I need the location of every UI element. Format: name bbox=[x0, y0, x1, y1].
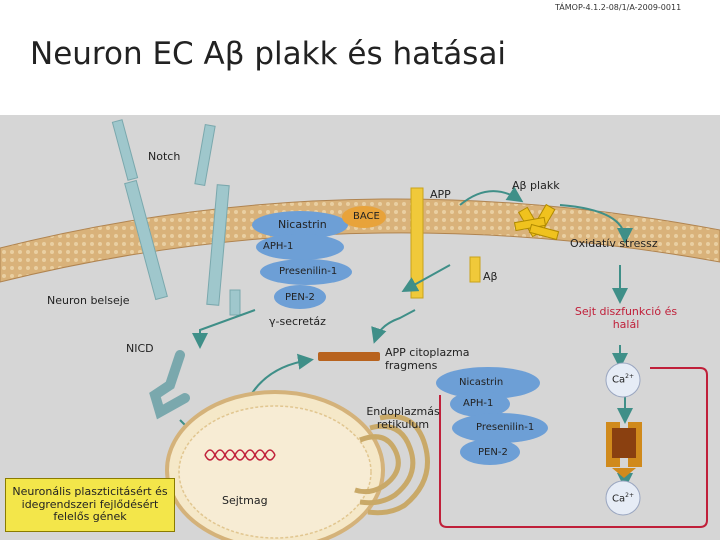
label-nicd: NICD bbox=[126, 342, 154, 355]
calcium-channel bbox=[606, 422, 642, 478]
label-gamma-secretase: γ-secretáz bbox=[269, 315, 326, 328]
label-pen2-top: PEN-2 bbox=[285, 292, 315, 303]
label-genes: Neuronális plaszticitásért és idegrendsz… bbox=[8, 486, 172, 524]
label-er: Endoplazmás retikulum bbox=[362, 406, 444, 431]
label-aph1-top: APH-1 bbox=[263, 241, 293, 252]
label-ca-top: Ca2+ bbox=[612, 373, 634, 385]
app-cytoplasm-fragment bbox=[318, 352, 380, 361]
nucleus bbox=[167, 392, 383, 540]
nicd-fragment bbox=[155, 355, 185, 412]
label-app: APP bbox=[430, 188, 451, 201]
abeta-segment bbox=[470, 257, 480, 282]
label-abeta-plaque: Aβ plakk bbox=[512, 179, 560, 192]
label-bace: BACE bbox=[353, 211, 380, 222]
label-notch: Notch bbox=[148, 150, 180, 163]
ca-top-charge: 2+ bbox=[625, 373, 634, 380]
label-abeta: Aβ bbox=[483, 270, 498, 283]
label-app-cytoplasm: APP citoplazma fragmens bbox=[385, 347, 480, 372]
label-aph1-bottom: APH-1 bbox=[463, 398, 493, 409]
label-presenilin-bottom: Presenilin-1 bbox=[476, 422, 534, 433]
label-neuron-inside: Neuron belseje bbox=[47, 294, 130, 307]
ca-top-text: Ca bbox=[612, 374, 625, 385]
label-nucleus: Sejtmag bbox=[222, 494, 268, 507]
label-pen2-bottom: PEN-2 bbox=[478, 447, 508, 458]
label-ca-bottom: Ca2+ bbox=[612, 492, 634, 504]
label-oxidative-stress: Oxidatív stressz bbox=[570, 237, 658, 250]
genes-box: Neuronális plaszticitásért és idegrendsz… bbox=[5, 478, 175, 532]
label-cell-dysfunction: Sejt diszfunkció és halál bbox=[566, 306, 686, 331]
label-presenilin-top: Presenilin-1 bbox=[279, 266, 337, 277]
label-nicastrin-bottom: Nicastrin bbox=[459, 377, 503, 388]
label-nicastrin-top: Nicastrin bbox=[278, 218, 327, 231]
ca-bottom-charge: 2+ bbox=[625, 492, 634, 499]
ca-bottom-text: Ca bbox=[612, 493, 625, 504]
app-cytoplasm-arrow bbox=[375, 310, 415, 340]
